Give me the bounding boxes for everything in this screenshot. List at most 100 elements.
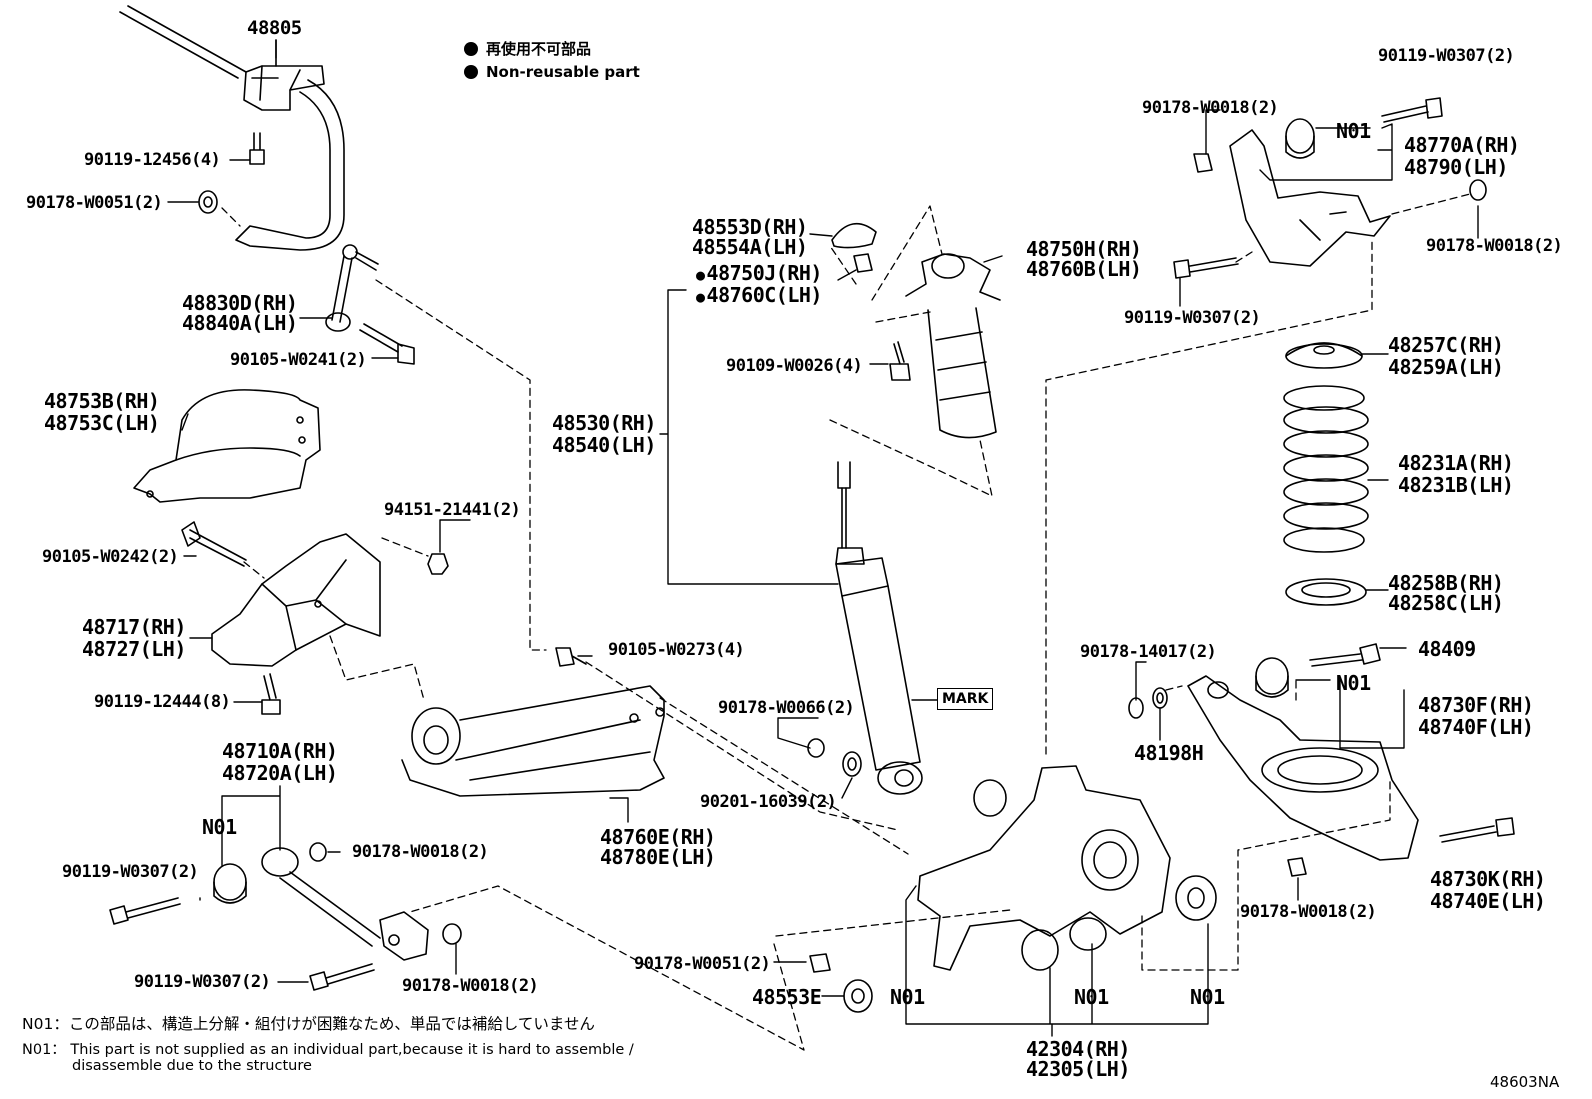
label-48760e: 48760E(RH) bbox=[600, 825, 716, 849]
label-48730f: 48730F(RH) bbox=[1418, 693, 1534, 717]
label-42304: 42304(RH) bbox=[1026, 1037, 1130, 1061]
label-48780e: 48780E(LH) bbox=[600, 845, 716, 869]
legend-item-jp: 再使用不可部品 bbox=[464, 38, 640, 61]
bolt-90119-12444-drawing bbox=[261, 673, 281, 715]
nut-90178-14017-drawing bbox=[1128, 697, 1144, 719]
assembly-dashed-lines bbox=[221, 193, 1471, 1051]
filled-circle-icon bbox=[464, 65, 478, 79]
nut-90178-w0018e-drawing bbox=[1287, 857, 1307, 877]
bolt-48409-drawing bbox=[1309, 643, 1381, 667]
label-48790: 48790(LH) bbox=[1404, 155, 1508, 179]
label-90178-w0018-right: 90178-W0018(2) bbox=[1426, 236, 1563, 256]
cap-48553d-drawing bbox=[831, 222, 877, 249]
leader-lines bbox=[167, 39, 1479, 1037]
label-n01-left: N01 bbox=[202, 815, 237, 839]
label-42305: 42305(LH) bbox=[1026, 1057, 1130, 1081]
upper-mount-drawing bbox=[905, 253, 1001, 439]
bolt-90119-w0307d-drawing bbox=[1173, 257, 1239, 279]
label-48730k: 48730K(RH) bbox=[1430, 867, 1546, 891]
label-48540: 48540(LH) bbox=[552, 433, 656, 457]
knuckle-drawing bbox=[917, 765, 1217, 971]
diagram-id: 48603NA bbox=[1490, 1073, 1560, 1091]
mark-callout: MARK bbox=[937, 688, 994, 710]
label-48740e: 48740E(LH) bbox=[1430, 889, 1546, 913]
spring-upper-seat-drawing bbox=[1285, 342, 1363, 369]
label-n01-top: N01 bbox=[1336, 119, 1371, 143]
legend: 再使用不可部品 Non-reusable part bbox=[464, 38, 640, 84]
label-48760b: 48760B(LH) bbox=[1026, 257, 1142, 281]
coil-spring-drawing bbox=[1283, 385, 1369, 553]
nut-90178-w0018d-drawing bbox=[1469, 179, 1487, 201]
label-90109-w0026: 90109-W0026(4) bbox=[726, 356, 863, 376]
label-48753c: 48753C(LH) bbox=[44, 411, 160, 435]
label-94151: 94151-21441(2) bbox=[384, 500, 521, 520]
filled-circle-icon bbox=[464, 42, 478, 56]
label-48720a: 48720A(LH) bbox=[222, 761, 338, 785]
label-90201-16039: 90201-16039(2) bbox=[700, 792, 837, 812]
note-en-2: disassemble due to the structure bbox=[72, 1058, 312, 1074]
label-48553e: 48553E bbox=[752, 985, 822, 1009]
note-jp: N01：この部品は、構造上分解・組付けが困難なため、単品では補給していません bbox=[22, 1015, 595, 1033]
label-90178-w0066: 90178-W0066(2) bbox=[718, 698, 855, 718]
bolt-48730k-drawing bbox=[1439, 817, 1515, 843]
arm-48710a-drawing bbox=[261, 847, 429, 961]
label-48257c: 48257C(RH) bbox=[1388, 333, 1504, 357]
label-48750h: 48750H(RH) bbox=[1026, 237, 1142, 261]
label-90178-w0018-bottom: 90178-W0018(2) bbox=[402, 976, 539, 996]
label-90178-w0051-top: 90178-W0051(2) bbox=[26, 193, 163, 213]
label-48740f: 48740F(LH) bbox=[1418, 715, 1534, 739]
label-48231a: 48231A(RH) bbox=[1398, 451, 1514, 475]
label-48554a: 48554A(LH) bbox=[692, 235, 808, 259]
label-90119-w0307-bottom: 90119-W0307(2) bbox=[134, 972, 271, 992]
label-48198h: 48198H bbox=[1134, 741, 1204, 765]
label-48717: 48717(RH) bbox=[82, 615, 186, 639]
bolt-90119-w0307b-drawing bbox=[309, 963, 375, 991]
arm-48730f-drawing bbox=[1187, 657, 1419, 861]
cover-48753-drawing bbox=[133, 389, 321, 503]
stabilizer-bar-drawing bbox=[119, 5, 345, 251]
label-48760c: 48760C(LH) bbox=[696, 284, 823, 308]
label-48750j: 48750J(RH) bbox=[696, 262, 823, 286]
label-48530: 48530(RH) bbox=[552, 411, 656, 435]
label-48727: 48727(LH) bbox=[82, 637, 186, 661]
label-90178-w0018-topleft: 90178-W0018(2) bbox=[1142, 98, 1279, 118]
bolt-90109-drawing bbox=[889, 341, 911, 381]
note-en-1: N01： This part is not supplied as an ind… bbox=[22, 1042, 634, 1058]
label-90178-w0018-left: 90178-W0018(2) bbox=[352, 842, 489, 862]
label-n01-b: N01 bbox=[1074, 985, 1109, 1009]
label-n01-a: N01 bbox=[890, 985, 925, 1009]
bolt-90119-w0307a-drawing bbox=[109, 897, 181, 925]
bolt-90119-12456-drawing bbox=[249, 132, 265, 165]
label-48409: 48409 bbox=[1418, 637, 1476, 661]
label-90178-w0051-bottom: 90178-W0051(2) bbox=[634, 954, 771, 974]
label-90119-w0307-left: 90119-W0307(2) bbox=[62, 862, 199, 882]
label-90105-w0241: 90105-W0241(2) bbox=[230, 350, 367, 370]
label-90178-w0018-bottomright: 90178-W0018(2) bbox=[1240, 902, 1377, 922]
nut-94151-drawing bbox=[427, 553, 449, 575]
label-90119-w0307-top: 90119-W0307(2) bbox=[1378, 46, 1515, 66]
label-48258b: 48258B(RH) bbox=[1388, 571, 1504, 595]
label-48830d: 48830D(RH) bbox=[182, 291, 298, 315]
spring-lower-seat-drawing bbox=[1285, 578, 1367, 606]
washer-90201-drawing bbox=[842, 751, 862, 777]
shock-absorber-drawing bbox=[835, 461, 923, 795]
label-48553d: 48553D(RH) bbox=[692, 215, 808, 239]
label-90178-14017: 90178-14017(2) bbox=[1080, 642, 1217, 662]
nut-90178-w0018a-drawing bbox=[309, 842, 327, 862]
washer-48198h-drawing bbox=[1152, 687, 1168, 709]
label-48231b: 48231B(LH) bbox=[1398, 473, 1514, 497]
label-48753b: 48753B(RH) bbox=[44, 389, 160, 413]
bolt-90105-w0273-drawing bbox=[555, 647, 587, 667]
label-48258c: 48258C(LH) bbox=[1388, 591, 1504, 615]
nut-48750j-drawing bbox=[853, 253, 873, 273]
nut-90178-w0018c-drawing bbox=[1193, 153, 1213, 173]
label-90105-w0273: 90105-W0273(4) bbox=[608, 640, 745, 660]
label-90119-12456: 90119-12456(4) bbox=[84, 150, 221, 170]
nut-48553e-drawing bbox=[843, 979, 873, 1013]
nut-90178-w0018b-drawing bbox=[442, 923, 462, 945]
label-90119-w0307-mid: 90119-W0307(2) bbox=[1124, 308, 1261, 328]
bushing-n01-left-drawing bbox=[213, 863, 247, 904]
nut-90178-w0051-drawing bbox=[198, 190, 218, 214]
legend-item-en: Non-reusable part bbox=[464, 61, 640, 84]
